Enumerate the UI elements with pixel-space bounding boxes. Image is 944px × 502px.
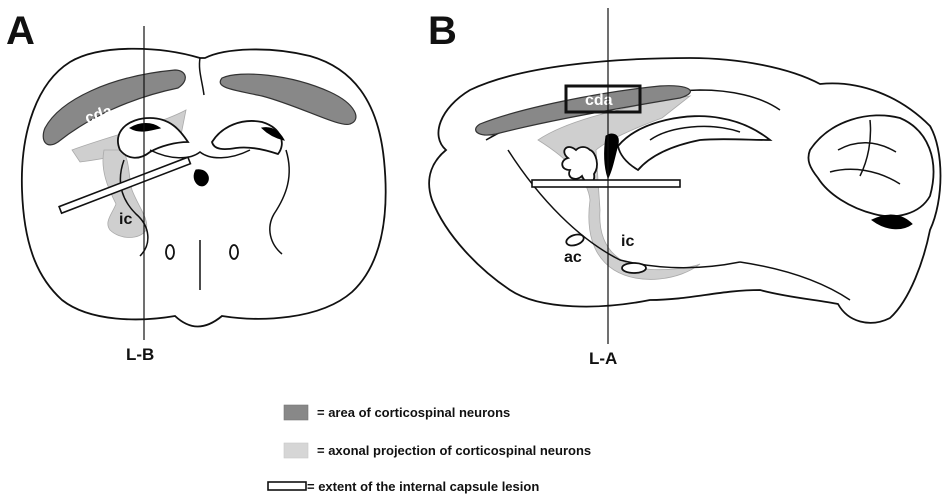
legend-text-dark: = area of corticospinal neurons: [317, 405, 510, 420]
panel-b-letter: B: [428, 9, 457, 53]
section-line-label-a: L-B: [126, 345, 154, 364]
panel-a-letter: A: [6, 9, 35, 53]
ic-label-a: ic: [119, 211, 132, 228]
oval-right: [230, 245, 238, 259]
legend-swatch-dark: [284, 405, 308, 420]
legend-text-lesion: = extent of the internal capsule lesion: [307, 479, 539, 494]
legend-swatch-lesion: [268, 482, 306, 490]
ac-label: ac: [564, 249, 582, 266]
legend: = area of corticospinal neurons = axonal…: [268, 405, 591, 494]
panel-b: B cda ac ic L-A: [428, 8, 941, 368]
oval-left: [166, 245, 174, 259]
lesion-bar-b: [532, 180, 680, 187]
section-line-label-b: L-A: [589, 349, 617, 368]
oval-b: [622, 263, 646, 273]
panel-a: A cda ic L-: [6, 9, 386, 364]
ic-label-b: ic: [621, 233, 634, 250]
legend-text-light: = axonal projection of corticospinal neu…: [317, 443, 591, 458]
legend-swatch-light: [284, 443, 308, 458]
